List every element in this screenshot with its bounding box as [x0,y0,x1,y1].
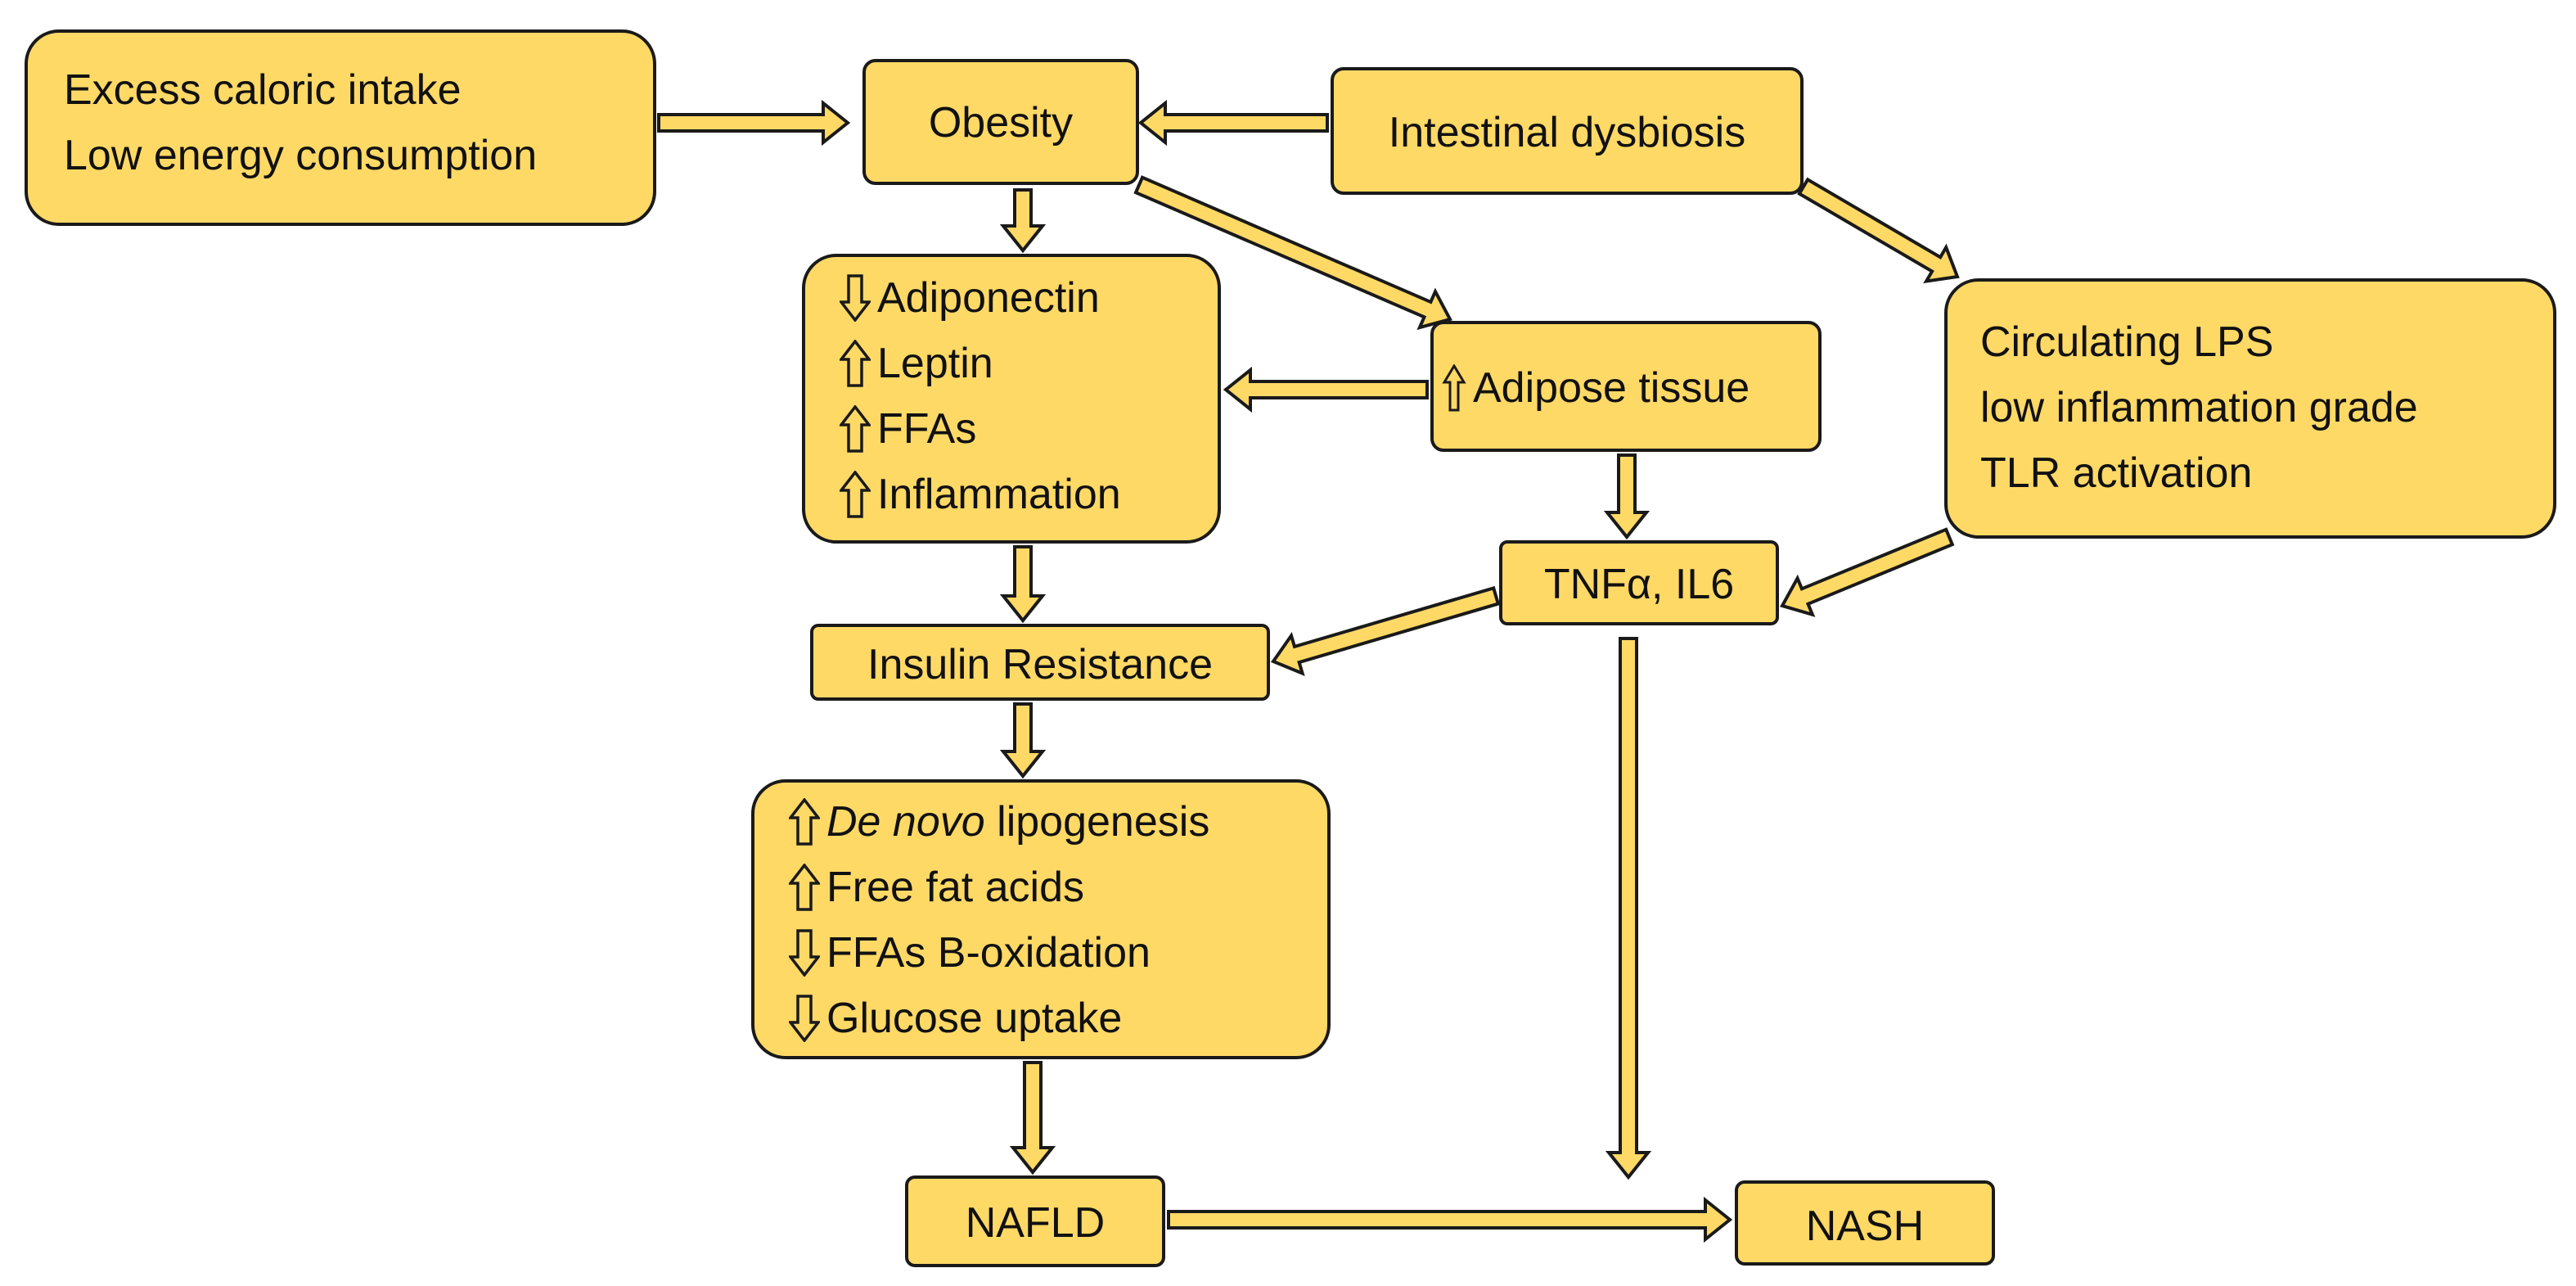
up-arrow-icon [789,864,820,911]
adipose-text: Adipose tissue [1473,364,1750,412]
arrow-adipose-to-adipokines [1223,366,1429,413]
adipokines-item-4: Inflammation [840,471,1121,518]
lps-line-3: TLR activation [1980,449,2253,497]
arrow-causes-to-obesity [657,99,851,147]
up-arrow-icon [840,405,871,453]
arrow-nafld-to-nash [1167,1196,1733,1243]
down-arrow-icon [789,995,820,1042]
lps-box: Circulating LPS low inflammation grade T… [1944,278,2556,539]
liver-item-1-text: lipogenesis [984,798,1210,846]
down-arrow-icon [840,274,871,322]
causes-box: Excess caloric intake Low energy consump… [25,29,656,226]
causes-line-1: Excess caloric intake [64,66,462,114]
arrow-liver-to-nafld [1009,1061,1056,1175]
liver-item-3: FFAs B-oxidation [789,929,1151,977]
arrow-adipokines-to-insulin [999,545,1047,624]
adipokines-item-3-text: FFAs [877,405,977,453]
nafld-box: NAFLD [905,1175,1165,1267]
adipokines-item-2: Leptin [840,340,993,387]
cytokines-label: TNFα, IL6 [1543,561,1735,608]
adipokines-item-4-text: Inflammation [877,471,1121,518]
liver-item-1-italic: De novo [826,798,985,846]
arrow-insulin-to-liver [999,702,1047,779]
causes-line-2: Low energy consumption [64,132,538,179]
up-arrow-icon [840,471,871,518]
liver-item-2-text: Free fat acids [826,864,1085,911]
liver-item-4: Glucose uptake [789,995,1123,1042]
dysbiosis-label: Intestinal dysbiosis [1388,109,1746,156]
adipokines-item-1: Adiponectin [840,274,1100,322]
cytokines-box: TNFα, IL6 [1499,540,1779,625]
up-arrow-icon [840,340,871,387]
liver-item-3-text: FFAs B-oxidation [826,929,1151,977]
arrow-dysbiosis-to-lps [1797,177,1960,284]
liver-item-2: Free fat acids [789,864,1085,911]
adipokines-item-3: FFAs [840,405,977,453]
arrow-lps-to-cytokines [1780,527,1955,617]
nash-box: NASH [1735,1180,1995,1266]
liver-item-4-text: Glucose uptake [826,995,1123,1042]
up-arrow-icon [1442,364,1466,412]
lps-line-1: Circulating LPS [1980,318,2274,366]
arrow-cytokines-to-insulin [1270,585,1501,677]
nash-label: NASH [1805,1203,1925,1250]
arrow-adipose-to-cytokines [1603,453,1651,540]
liver-metabolism-box: De novo lipogenesis Free fat acids FFAs … [751,779,1331,1059]
dysbiosis-box: Intestinal dysbiosis [1331,67,1804,195]
adipokines-box: Adiponectin Leptin FFAs Inflammation [802,254,1221,544]
down-arrow-icon [789,929,820,977]
arrow-cytokines-to-nash [1605,637,1652,1180]
liver-item-1: De novo lipogenesis [789,798,1210,846]
arrow-obesity-to-adipose [1133,175,1452,331]
obesity-label: Obesity [928,99,1074,147]
nafld-label: NAFLD [965,1199,1106,1247]
arrow-obesity-to-adipokines [999,188,1047,254]
adipokines-item-2-text: Leptin [877,340,993,387]
insulin-box: Insulin Resistance [810,624,1270,701]
insulin-label: Insulin Resistance [867,641,1213,688]
lps-line-2: low inflammation grade [1980,384,2418,431]
obesity-box: Obesity [862,59,1139,185]
adipose-box: Adipose tissue [1430,321,1822,452]
arrow-dysbiosis-to-obesity [1137,99,1329,147]
adipokines-item-1-text: Adiponectin [877,274,1100,322]
adipose-item: Adipose tissue [1442,364,1750,412]
up-arrow-icon [789,798,820,846]
